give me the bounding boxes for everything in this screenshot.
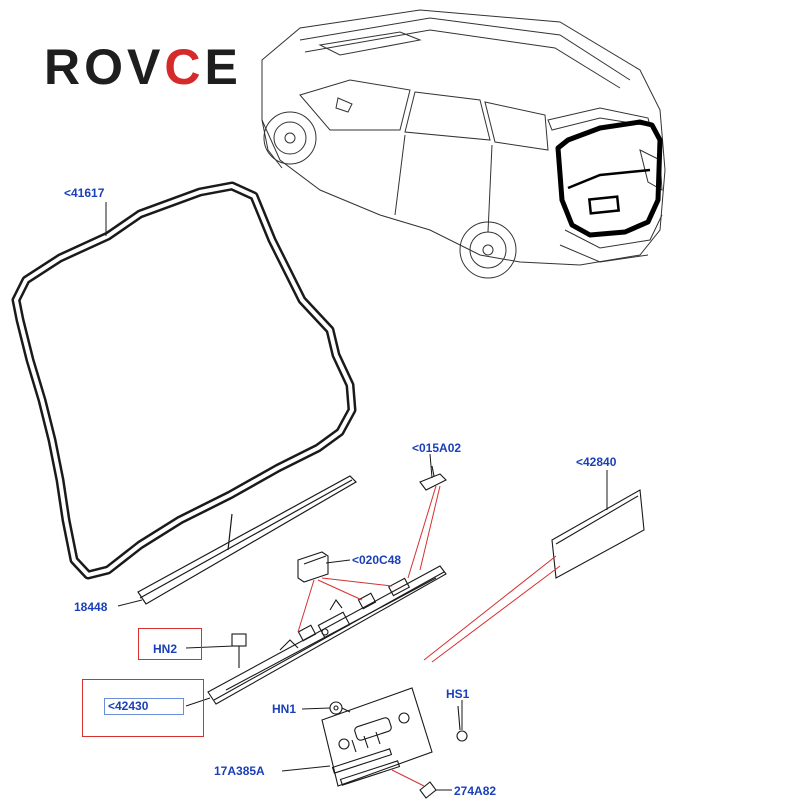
callout-18448: 18448: [74, 600, 108, 614]
callout-HS1: HS1: [446, 687, 470, 701]
callout-020C48: <020C48: [352, 553, 402, 567]
callout-17A385A: 17A385A: [214, 764, 265, 778]
callout-42430: <42430: [108, 699, 149, 713]
label-focus-frame-42430: [104, 698, 184, 715]
fastener-HN1: [329, 701, 351, 715]
weatherstrip-seal: [11, 181, 357, 580]
screw-HS1: [456, 705, 468, 742]
leader-lines: [105, 202, 608, 791]
callout-42840: <42840: [576, 455, 617, 469]
finisher-strip: [137, 475, 357, 605]
handle-bar-assembly: [207, 565, 447, 705]
decal-42840: [551, 489, 645, 579]
callout-41617: <41617: [64, 186, 105, 200]
highlight-box-42430: [82, 679, 204, 737]
fastener-274A82: [419, 781, 437, 799]
plate-bracket: [321, 687, 433, 787]
vehicle-illustration: [261, 9, 666, 279]
callout-274A82: 274A82: [454, 784, 497, 798]
highlight-box-HN2: [138, 628, 202, 660]
clip-015A02: [419, 465, 447, 491]
part-HN2: [231, 633, 247, 668]
callout-HN2: HN2: [153, 642, 178, 656]
brand-suffix: E: [204, 39, 242, 95]
switch-020C48: [297, 551, 329, 583]
brand-accent: C: [164, 39, 205, 95]
brand-prefix: ROV: [44, 39, 165, 95]
red-leader-lines: [297, 485, 561, 787]
callout-HN1: HN1: [272, 702, 297, 716]
callout-015A02: <015A02: [412, 441, 462, 455]
tailgate-plate-recess: [587, 195, 621, 215]
brand-logo: ROVCE: [44, 38, 242, 96]
tailgate-window-line: [567, 168, 651, 190]
tailgate-outline: [555, 119, 663, 238]
